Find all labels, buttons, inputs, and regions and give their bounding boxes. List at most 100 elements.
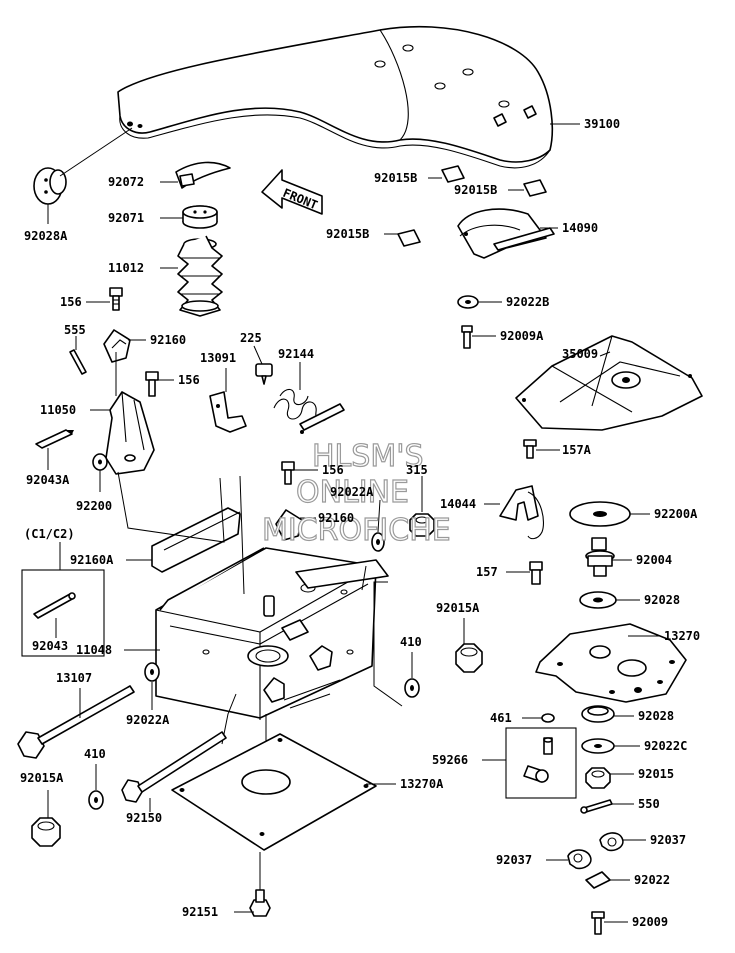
part-label: 92022A: [126, 713, 170, 727]
bellows-11012-drawing: [160, 235, 223, 317]
part-label: 92015A: [436, 601, 480, 615]
part-label: 550: [638, 797, 660, 811]
bracket-14044-drawing: [484, 485, 545, 540]
part-label: 92009A: [500, 329, 544, 343]
washer-92200-drawing: [92, 453, 108, 492]
part-label: 92200A: [654, 507, 698, 521]
clamp-92037-a-drawing: [599, 832, 646, 852]
part-label: 14044: [440, 497, 476, 511]
washer-410-b-drawing: [88, 764, 104, 810]
part-label: 410: [84, 747, 106, 761]
screw-157-drawing: [506, 561, 543, 585]
screw-92009A-drawing: [461, 325, 496, 349]
washer-92022A-b-drawing: [144, 662, 160, 710]
part-label: 11048: [76, 643, 112, 657]
pin-550-drawing: [580, 799, 634, 814]
part-label: 92028: [638, 709, 674, 723]
spring-92144-drawing: [273, 362, 345, 434]
part-label: 92072: [108, 175, 144, 189]
mount-35009-drawing: [515, 335, 703, 431]
part-label: 92144: [278, 347, 314, 361]
part-label: 315: [406, 463, 428, 477]
part-label: 92071: [108, 211, 144, 225]
part-label: 92015B: [454, 183, 497, 197]
part-label: 35009: [562, 347, 598, 361]
part-label: 92028A: [24, 229, 68, 243]
part-label: 92015: [638, 767, 674, 781]
part-label: 92009: [632, 915, 668, 929]
watermark-line-1: HLSM'S: [312, 439, 424, 474]
part-label: 11012: [108, 261, 144, 275]
part-label: 92160: [150, 333, 186, 347]
bolt-156-c-drawing: [281, 461, 318, 485]
part-label: 225: [240, 331, 262, 345]
part-label: 555: [64, 323, 86, 337]
washer-92022B-drawing: [457, 295, 502, 309]
part-label: 92015A: [20, 771, 64, 785]
screw-225-drawing: [253, 345, 273, 385]
part-label: 11050: [40, 403, 76, 417]
part-label: 14090: [562, 221, 598, 235]
plate-13270A-drawing: [171, 733, 396, 851]
part-label: 156: [322, 463, 344, 477]
part-label: 92028: [644, 593, 680, 607]
part-label: 92200: [76, 499, 112, 513]
nut-92015A-b-drawing: [31, 790, 61, 847]
stud-92004-drawing: [585, 537, 632, 577]
part-labels: (C1/C2) 39100 92028A 92072 92015B 92015B…: [20, 117, 700, 929]
part-label: 92150: [126, 811, 162, 825]
part-label: 92022: [634, 873, 670, 887]
watermark-line-3: MICROFICHE: [262, 513, 451, 548]
bolt-156-b-drawing: [145, 371, 174, 397]
inset-label: (C1/C2): [24, 527, 75, 541]
box-11048-drawing: [124, 547, 389, 720]
bolt-156-a-drawing: [86, 287, 123, 311]
bolt-92150-drawing: [121, 731, 227, 812]
bracket-11050-drawing: [90, 352, 155, 475]
seat-cover-drawing: [117, 25, 580, 169]
inset-c1c2-drawing: [21, 542, 105, 657]
washer-92200A-drawing: [569, 501, 650, 527]
part-label: 92037: [496, 853, 532, 867]
washer-92028-a-drawing: [579, 591, 640, 609]
clip-92015B-b-drawing: [508, 179, 547, 197]
part-label: 59266: [432, 753, 468, 767]
part-label: 410: [400, 635, 422, 649]
clip-92015B-a-drawing: [428, 165, 465, 183]
part-label: 92160: [318, 511, 354, 525]
part-label: 92022C: [644, 739, 687, 753]
washer-92022A-a-drawing: [371, 499, 385, 552]
part-label: 13270: [664, 629, 700, 643]
plate-14090-drawing: [457, 208, 558, 259]
part-label: 92022A: [330, 485, 374, 499]
pin-555-drawing: [69, 336, 87, 375]
part-label: 92015B: [326, 227, 369, 241]
clip-92160-b-drawing: [275, 509, 316, 541]
pad-92160A-drawing: [126, 507, 241, 573]
bolt-92151-drawing: [234, 852, 271, 917]
grommet-92028A-drawing: [33, 127, 133, 224]
part-label: 92004: [636, 553, 672, 567]
inset-59266-drawing: [482, 727, 577, 799]
washer-410-a-drawing: [404, 652, 420, 698]
part-label: 13091: [200, 351, 236, 365]
clip-92015B-c-drawing: [384, 229, 421, 247]
cap-92071-drawing: [160, 205, 218, 229]
part-label: 13270A: [400, 777, 444, 791]
bracket-13091-drawing: [209, 368, 247, 433]
bolt-13107-drawing: [17, 685, 135, 759]
part-label: 461: [490, 711, 512, 725]
part-label: 92043: [32, 639, 68, 653]
part-label: 92151: [182, 905, 218, 919]
nut-92015-drawing: [585, 767, 634, 789]
screw-92009-drawing: [591, 911, 628, 935]
part-label: 156: [60, 295, 82, 309]
part-label: 92022B: [506, 295, 549, 309]
watermark: HLSM'S ONLINE MICROFICHE: [261, 438, 451, 548]
band-92072-drawing: [160, 161, 231, 189]
clamp-92037-b-drawing: [546, 849, 592, 870]
watermark-line-2: ONLINE: [296, 475, 409, 510]
part-label: 157A: [562, 443, 592, 457]
washer-92022C-drawing: [581, 738, 640, 754]
nut-92015A-a-drawing: [455, 618, 483, 673]
